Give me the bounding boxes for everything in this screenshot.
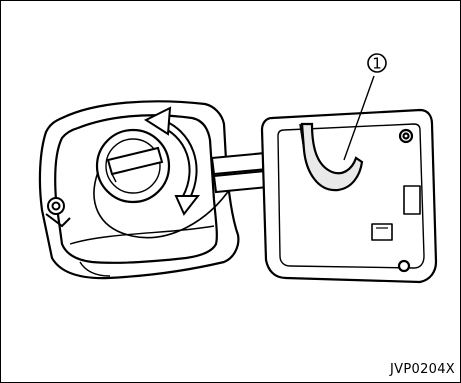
fuel-filler-door — [262, 110, 436, 282]
callout-number: 1 — [372, 55, 382, 73]
housing-fastener — [46, 198, 70, 226]
fuel-cap — [97, 130, 169, 202]
image-code: JVP0204X — [390, 362, 455, 377]
